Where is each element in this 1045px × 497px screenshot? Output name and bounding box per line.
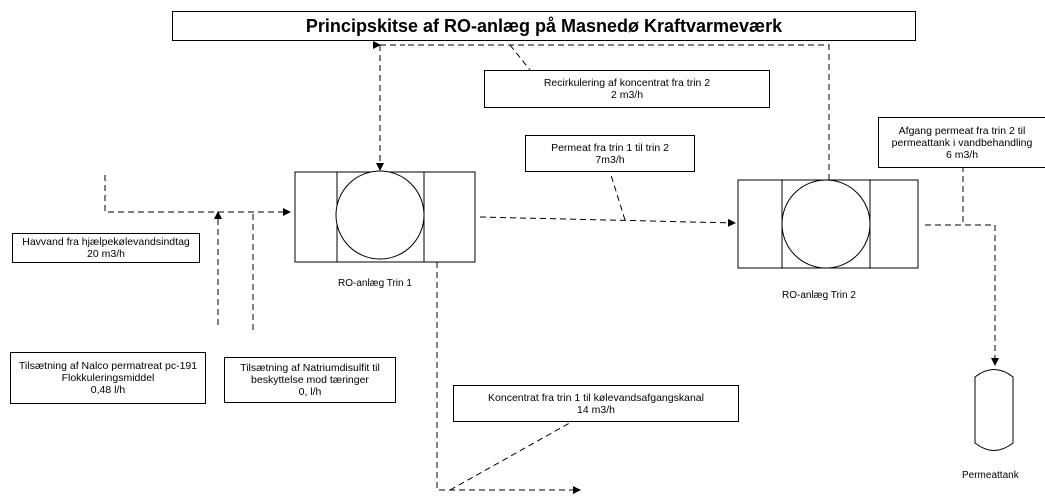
label-concentrate: Koncentrat fra trin 1 til kølevandsafgan… (453, 385, 739, 422)
label-line: Flokkuleringsmiddel (61, 372, 155, 384)
recirc-line (405, 44, 830, 180)
label-line: 2 m3/h (610, 89, 644, 101)
label-line: Koncentrat fra trin 1 til kølevandsafgan… (488, 391, 704, 404)
ro-unit-1 (294, 170, 476, 263)
label-line: Recirkulering af koncentrat fra trin 2 (543, 77, 711, 89)
label-afgang-permeate: Afgang permeat fra trin 2 til permeattan… (878, 117, 1045, 168)
ro-unit-1-caption: RO-anlæg Trin 1 (338, 278, 412, 289)
permeate-1-2-line (479, 216, 736, 227)
label-permeate-1-2: Permeat fra trin 1 til trin 2 7m3/h (525, 135, 695, 172)
label-line: Tilsætning af Natriumdisulfit til (240, 362, 380, 374)
label-line: 6 m3/h (945, 148, 979, 161)
label-line: 7m3/h (595, 153, 625, 166)
permeate-leader (609, 171, 626, 221)
ro-unit-2-caption: RO-anlæg Trin 2 (782, 290, 856, 301)
label-recirculation: Recirkulering af koncentrat fra trin 2 2… (484, 70, 770, 108)
label-line: Afgang permeat fra trin 2 til (898, 124, 1026, 137)
label-line: Permeat fra trin 1 til trin 2 (551, 141, 669, 154)
diagram-title: Principskitse af RO-anlæg på Masnedø Kra… (172, 11, 916, 41)
label-natrium-dosing: Tilsætning af Natriumdisulfit til beskyt… (224, 357, 396, 403)
concentrate-leader (449, 419, 576, 491)
permeate-tank (974, 369, 1014, 451)
permeate-tank-caption: Permeattank (962, 470, 1019, 481)
label-line: Havvand fra hjælpekølevandsindtag (22, 236, 190, 248)
label-line: 0, l/h (298, 386, 322, 398)
ro-unit-2 (737, 179, 919, 269)
concentrate-line (436, 262, 581, 494)
label-line: 0,48 l/h (90, 384, 126, 396)
label-seawater-inlet: Havvand fra hjælpekølevandsindtag 20 m3/… (12, 233, 200, 263)
label-line: Tilsætning af Nalco permatreat pc-191 (18, 360, 198, 372)
label-line: 14 m3/h (577, 403, 615, 416)
seawater-line (104, 175, 291, 216)
label-nalco-dosing: Tilsætning af Nalco permatreat pc-191 Fl… (10, 352, 206, 404)
afgang-line (925, 224, 999, 366)
label-line: permeattank i vandbehandling (891, 136, 1033, 149)
recirc-leader (509, 44, 531, 71)
label-line: beskyttelse mod tæringer (251, 374, 369, 386)
label-line: 20 m3/h (87, 248, 125, 260)
